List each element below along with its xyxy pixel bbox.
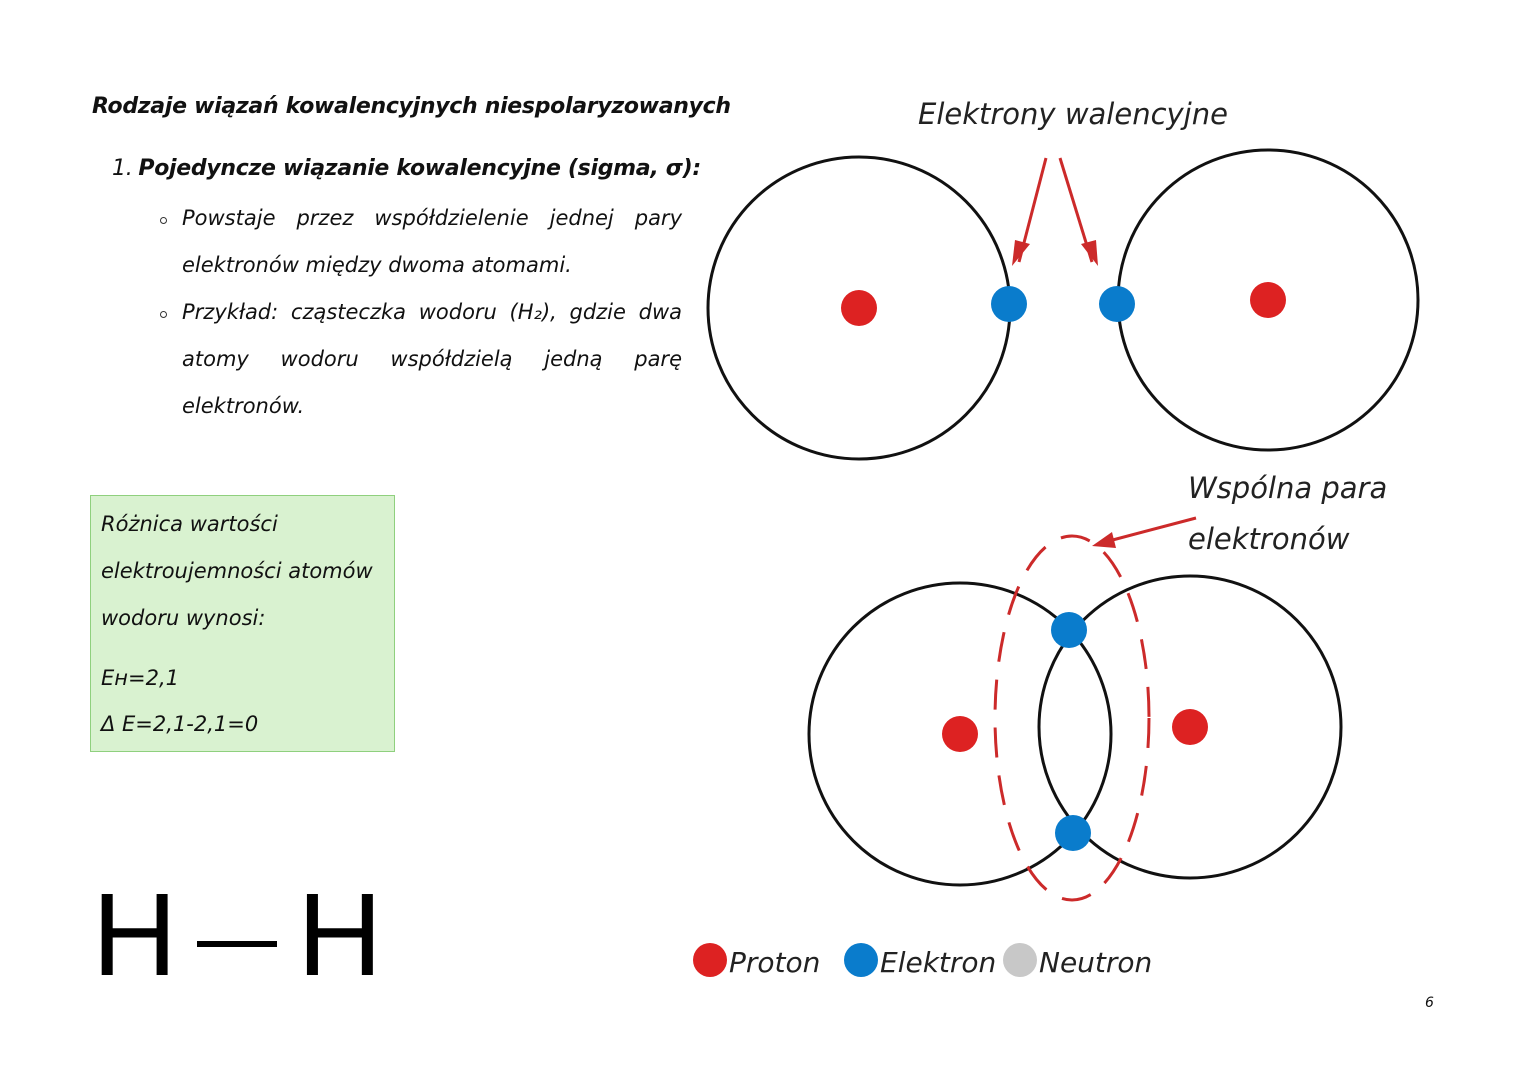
arrow-icon bbox=[1104, 516, 1197, 544]
shared-pair-label: elektronów bbox=[1188, 522, 1350, 556]
electron-dot bbox=[1055, 815, 1091, 851]
electron-dot bbox=[991, 286, 1027, 322]
hydrogen-symbol: H bbox=[92, 869, 178, 1001]
proton-dot bbox=[1250, 282, 1286, 318]
info-line: wodoru wynosi: bbox=[101, 606, 266, 630]
neutron-legend-icon bbox=[1003, 943, 1037, 977]
bullet-line: Przykład: cząsteczka wodoru (H₂), gdzie … bbox=[182, 300, 682, 324]
bullet-line: atomy wodoru współdzielą jedną parę bbox=[182, 347, 682, 371]
bond-line bbox=[197, 940, 278, 947]
page-heading: Rodzaje wiązań kowalencyjnych niespolary… bbox=[92, 94, 731, 119]
legend: Proton Elektron Neutron bbox=[693, 943, 1152, 979]
bullet-icon bbox=[160, 217, 167, 224]
section-title: 1.Pojedyncze wiązanie kowalencyjne (sigm… bbox=[112, 156, 701, 181]
atom-orbit bbox=[1037, 574, 1343, 880]
bullet-item: Powstaje przez współdzielenie jednej par… bbox=[160, 203, 682, 283]
proton-dot bbox=[1172, 709, 1208, 745]
bullet-item: Przykład: cząsteczka wodoru (H₂), gdzie … bbox=[160, 297, 682, 427]
section-number: 1. bbox=[112, 156, 133, 181]
electron-dot bbox=[1051, 612, 1087, 648]
proton-dot bbox=[841, 290, 877, 326]
legend-label: Neutron bbox=[1039, 946, 1152, 979]
legend-label: Elektron bbox=[880, 946, 996, 979]
shared-pair-label: Wspólna para bbox=[1188, 471, 1387, 505]
arrowhead-icon bbox=[1092, 532, 1116, 548]
arrowhead-icon bbox=[1081, 240, 1098, 266]
legend-label: Proton bbox=[729, 946, 820, 979]
hydrogen-symbol: H bbox=[297, 869, 383, 1001]
formula-electronegativity: Eʜ=2,1 bbox=[101, 666, 179, 690]
bullet-line: Powstaje przez współdzielenie jednej par… bbox=[182, 206, 682, 230]
bullet-icon bbox=[160, 311, 167, 318]
electron-legend-icon bbox=[844, 943, 878, 977]
electronegativity-box: Różnica wartości elektroujemności atomów… bbox=[90, 495, 395, 752]
valence-electrons-label: Elektrony walencyjne bbox=[918, 97, 1228, 131]
formula-difference: Δ E=2,1-2,1=0 bbox=[101, 712, 259, 736]
bullet-line: elektronów między dwoma atomami. bbox=[182, 253, 572, 277]
shared-pair-outline bbox=[993, 534, 1151, 902]
electron-dot bbox=[1099, 286, 1135, 322]
info-line: elektroujemności atomów bbox=[101, 559, 373, 583]
proton-dot bbox=[942, 716, 978, 752]
proton-legend-icon bbox=[693, 943, 727, 977]
page-number: 6 bbox=[1425, 995, 1434, 1011]
atom-orbit bbox=[807, 581, 1113, 887]
info-line: Różnica wartości bbox=[101, 512, 278, 536]
bullet-line: elektronów. bbox=[182, 394, 305, 418]
section-title-text: Pojedyncze wiązanie kowalencyjne (sigma,… bbox=[138, 156, 701, 181]
arrowhead-icon bbox=[1012, 240, 1030, 266]
